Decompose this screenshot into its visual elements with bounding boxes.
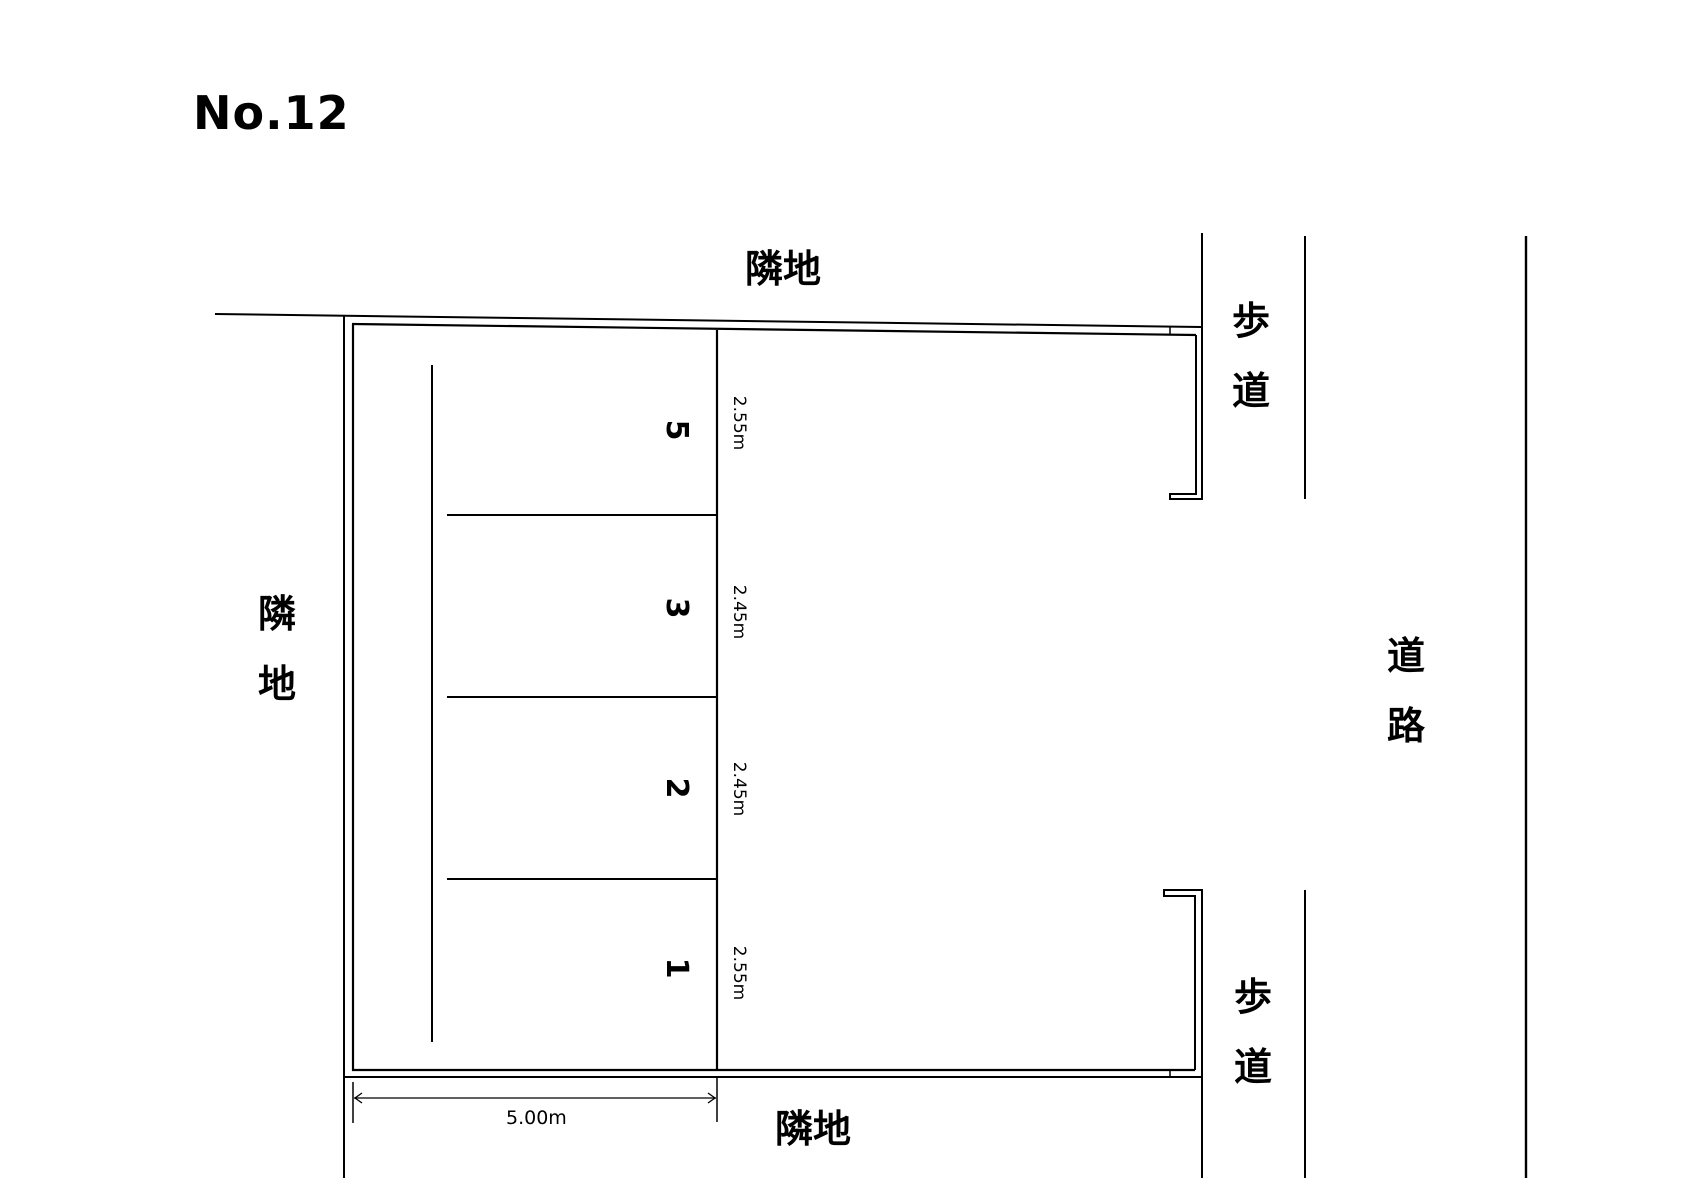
label-neighbor-bottom: 隣地 [775, 1107, 852, 1151]
top-boundary-inner [351, 322, 1197, 337]
stall-width-3: 2.45m [729, 584, 749, 640]
label-sidewalk-bottom: 歩 道 [1234, 975, 1273, 1089]
drawing-title: No.12 [193, 86, 350, 140]
arrow-left-icon [353, 1092, 363, 1104]
stall-number-2: 2 [659, 777, 694, 799]
label-road: 道 路 [1387, 634, 1426, 748]
label-neighbor-left: 隣 地 [258, 592, 297, 706]
stall-number-5: 5 [659, 419, 694, 441]
top-boundary-outer [214, 313, 1202, 328]
upper-entrance-wall [1169, 233, 1203, 500]
stall-width-5: 2.55m [729, 395, 749, 451]
stall-number-3: 3 [659, 597, 694, 619]
lower-entrance-wall [1163, 889, 1203, 1178]
arrow-right-icon [707, 1092, 717, 1104]
stall-number-1: 1 [659, 957, 694, 979]
depth-dimension-label: 5.00m [506, 1107, 567, 1129]
stall-width-1: 2.55m [729, 945, 749, 1001]
stall-width-2: 2.45m [729, 761, 749, 817]
label-sidewalk-top: 歩 道 [1232, 299, 1271, 413]
label-neighbor-top: 隣地 [745, 247, 822, 291]
